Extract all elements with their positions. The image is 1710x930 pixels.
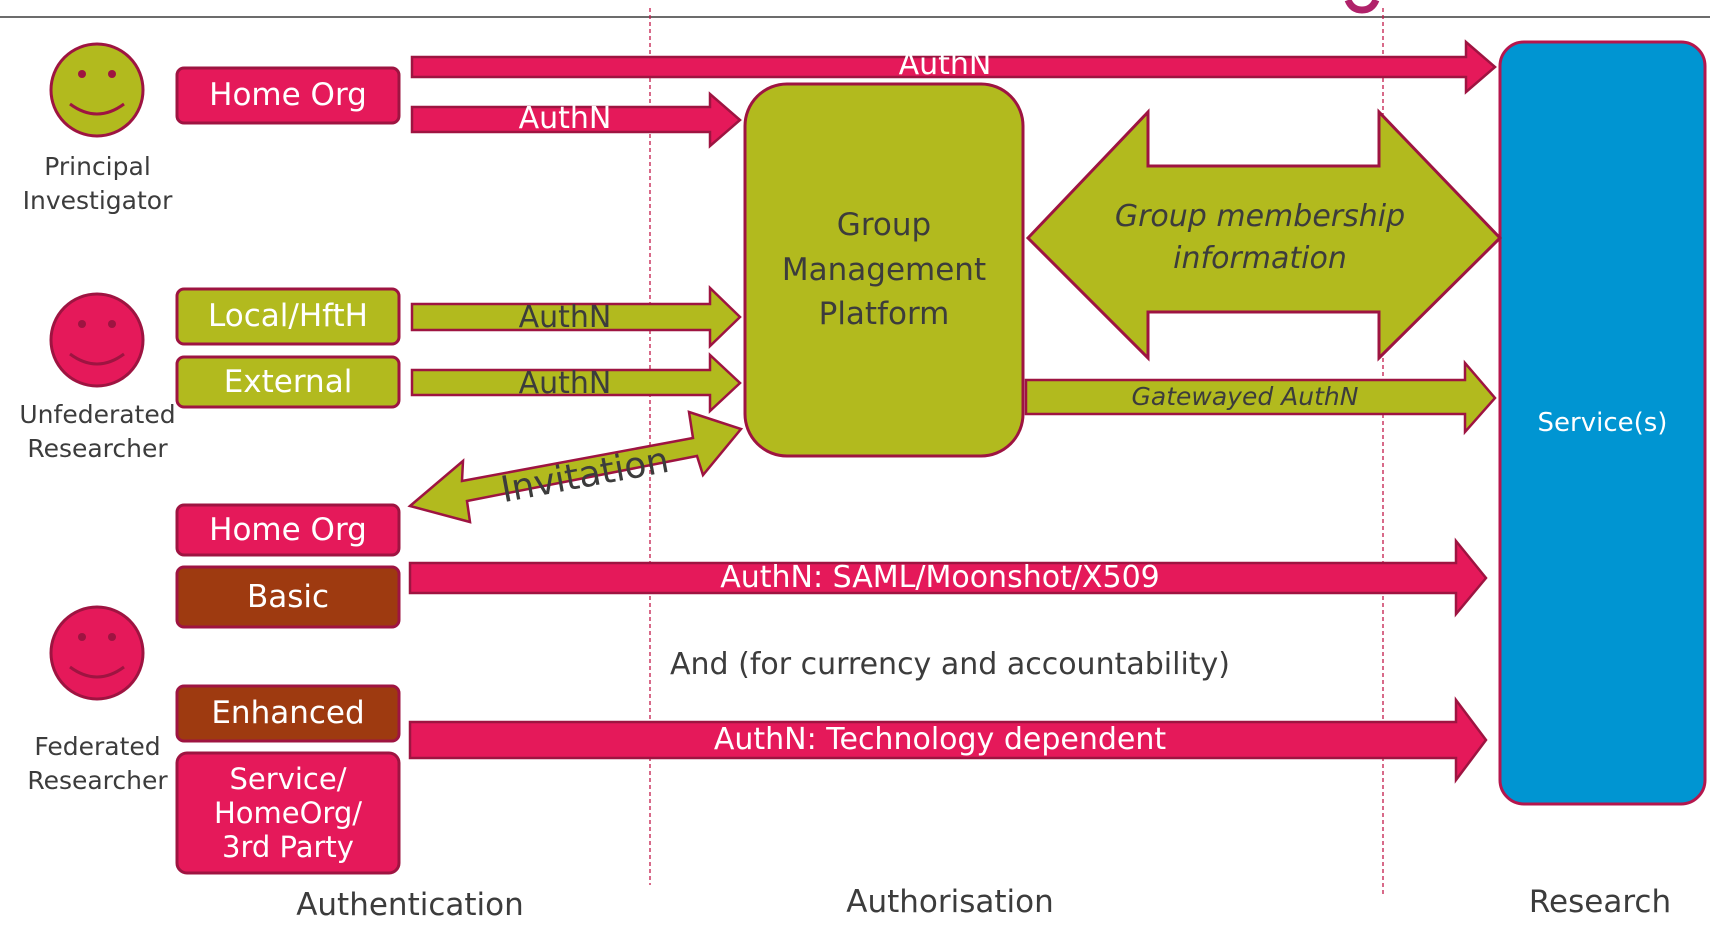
- invitation-arrow: [407, 410, 744, 524]
- principal-label: Principal Investigator: [22, 152, 173, 215]
- unfederated-smiley-icon: [49, 292, 145, 388]
- gatewayed-arrow: [1024, 359, 1497, 436]
- currency-note: And (for currency and accountability): [670, 647, 1230, 682]
- federated-label: Federated Researcher: [27, 732, 168, 795]
- column-authorisation: Authorisation: [846, 884, 1054, 920]
- title-fragment: [1344, 0, 1380, 14]
- principal-smiley-icon: [49, 42, 145, 138]
- group-membership-arrow: [1025, 108, 1503, 362]
- unfederated-label: Unfederated Researcher: [19, 400, 176, 463]
- external-box: [175, 355, 401, 409]
- column-authentication: Authentication: [296, 887, 524, 923]
- home-org-box-1: [175, 66, 401, 125]
- enhanced-box: [175, 684, 401, 743]
- authn-external-arrow: [410, 352, 742, 414]
- saml-arrow: [408, 537, 1488, 618]
- service-homeorg-box: [175, 751, 401, 875]
- home-org-box-2: [175, 503, 401, 557]
- authn-local-arrow: [410, 285, 742, 349]
- group-platform-box: [743, 82, 1025, 458]
- local-hfth-box: [175, 287, 401, 346]
- tech-arrow: [408, 696, 1488, 784]
- services-box: [1498, 40, 1707, 806]
- authn-home-arrow: [410, 91, 742, 149]
- authn-top-arrow: [410, 39, 1497, 95]
- federated-smiley-icon: [49, 605, 145, 701]
- basic-box: [175, 565, 401, 629]
- column-research: Research: [1528, 884, 1672, 920]
